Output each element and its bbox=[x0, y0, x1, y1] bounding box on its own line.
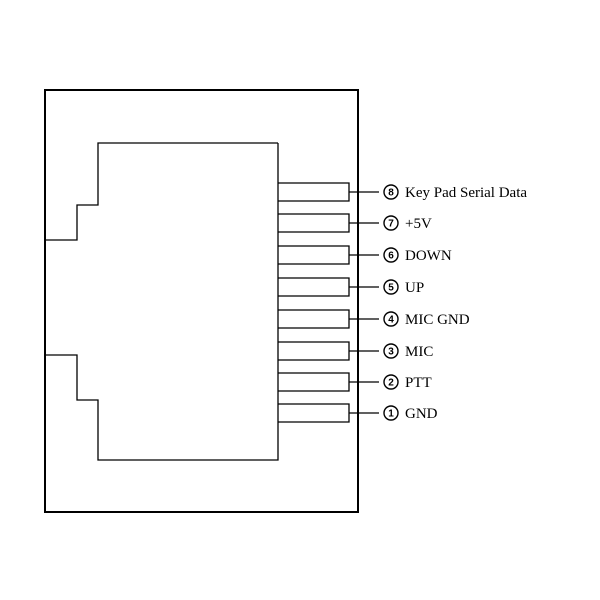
pin-number-circle bbox=[383, 343, 399, 359]
pin-label: GND bbox=[405, 406, 438, 422]
pin-number-circle bbox=[383, 184, 399, 200]
pin-number-circle bbox=[383, 405, 399, 421]
pin-item: 3 MIC bbox=[278, 341, 433, 361]
pin-number: 3 bbox=[388, 347, 394, 358]
pin-contact bbox=[278, 309, 350, 329]
pin-number-circle bbox=[383, 279, 399, 295]
pin-label: MIC GND bbox=[405, 312, 470, 328]
pin-item: 7 +5V bbox=[278, 213, 432, 233]
pin-contact bbox=[278, 213, 350, 233]
pin-number-circle bbox=[383, 374, 399, 390]
pin-label: MIC bbox=[405, 344, 433, 360]
pin-item: 4 MIC GND bbox=[278, 309, 470, 329]
pin-contact bbox=[278, 277, 350, 297]
pin-contact bbox=[278, 372, 350, 392]
pin-number: 6 bbox=[388, 251, 394, 262]
jack-opening-upper bbox=[45, 142, 278, 241]
pin-contact bbox=[278, 403, 350, 423]
pin-label: +5V bbox=[405, 216, 432, 232]
pin-item: 6 DOWN bbox=[278, 245, 452, 265]
pin-contact bbox=[278, 245, 350, 265]
pin-label: DOWN bbox=[405, 248, 452, 264]
pin-number: 2 bbox=[388, 378, 394, 389]
pin-label: PTT bbox=[405, 375, 432, 391]
pin-number: 1 bbox=[388, 409, 394, 420]
pin-item: 8 Key Pad Serial Data bbox=[278, 182, 527, 202]
pin-number: 4 bbox=[388, 315, 394, 326]
pin-number: 7 bbox=[388, 219, 394, 230]
pin-item: 5 UP bbox=[278, 277, 424, 297]
pin-item: 1 GND bbox=[278, 403, 438, 423]
pin-label: Key Pad Serial Data bbox=[405, 185, 527, 201]
pin-number: 5 bbox=[388, 283, 394, 294]
pin-item: 2 PTT bbox=[278, 372, 432, 392]
pin-number-circle bbox=[383, 215, 399, 231]
connector-housing bbox=[44, 89, 359, 513]
pin-number: 8 bbox=[388, 188, 394, 199]
pin-number-circle bbox=[383, 311, 399, 327]
pin-label: UP bbox=[405, 280, 424, 296]
jack-opening-lower bbox=[45, 143, 279, 461]
pin-contact bbox=[278, 341, 350, 361]
pin-number-circle bbox=[383, 247, 399, 263]
pin-contact bbox=[278, 182, 350, 202]
